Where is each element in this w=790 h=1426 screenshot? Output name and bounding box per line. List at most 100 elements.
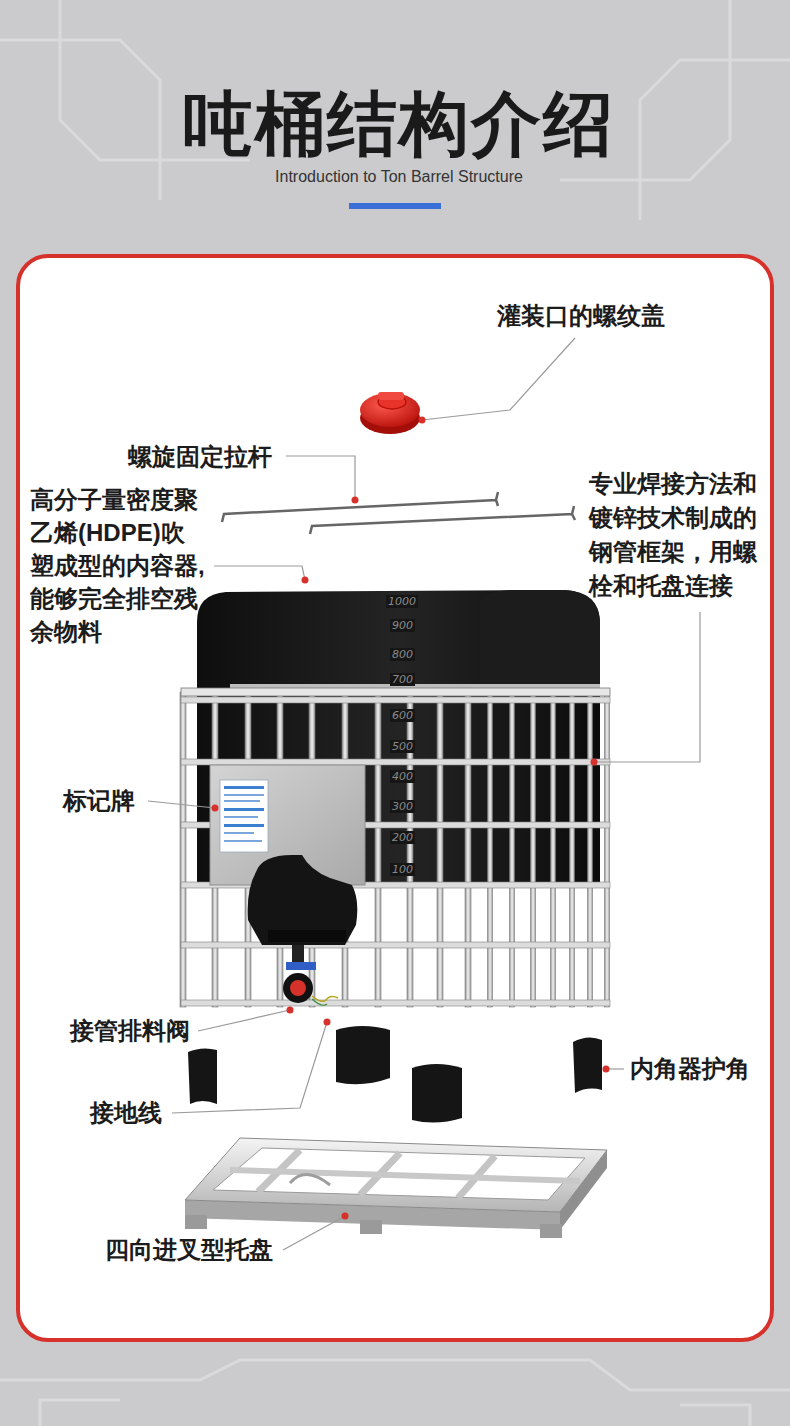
illustration-part (286, 962, 316, 970)
illustration-part (268, 930, 346, 942)
part-description: 专业焊接方法和镀锌技术制成的钢管框架，用螺栓和托盘连接 (589, 467, 765, 603)
illustration-part (437, 692, 443, 1007)
illustration-part (290, 980, 306, 996)
discharge-valve (248, 855, 358, 1003)
illustration-part (0, 40, 160, 200)
illustration-part (185, 1215, 207, 1229)
illustration-part (180, 692, 186, 1007)
part-label: 标记牌 (63, 785, 135, 817)
illustration-part (224, 808, 264, 811)
scale-mark: 400 (390, 770, 415, 783)
illustration-part (181, 688, 610, 696)
leader-line (148, 801, 215, 808)
illustration-part (213, 1148, 585, 1200)
ground-wire (312, 999, 327, 1005)
scale-mark: 600 (390, 709, 415, 722)
steel-cage (180, 686, 610, 1007)
corner-protector (573, 1037, 602, 1093)
pallet (185, 1138, 607, 1238)
leader-line (422, 338, 575, 420)
illustration-part (40, 1400, 120, 1426)
tank-side (480, 590, 600, 690)
leader-dot (302, 577, 309, 584)
leader-dot (352, 497, 359, 504)
illustration-part (360, 1220, 382, 1234)
illustration-part (375, 692, 381, 1007)
illustration-part (224, 800, 260, 802)
illustration-part (588, 692, 593, 1007)
leader-line (172, 1022, 327, 1113)
scale-mark: 700 (390, 673, 415, 686)
illustration-part (378, 392, 404, 400)
illustration-part (248, 855, 358, 945)
corner-protector (188, 1048, 217, 1104)
illustration-part (0, 1360, 790, 1390)
page-title: 吨桶结构介绍 (4, 78, 790, 172)
illustration-part (465, 692, 471, 1007)
illustration-part (640, 60, 790, 220)
part-label: 四向进叉型托盘 (105, 1234, 273, 1266)
part-description: 高分子量密度聚乙烯(HDPE)吹塑成型的内容器,能够完全排空残余物料 (30, 483, 208, 648)
illustration-part (510, 692, 515, 1007)
illustration-part (551, 692, 556, 1007)
illustration-part (185, 1138, 607, 1212)
scale-mark: 900 (390, 619, 415, 632)
scale-mark: 300 (390, 800, 415, 813)
illustration-part (230, 684, 600, 688)
ground-wire (312, 996, 338, 1001)
leader-line (214, 566, 305, 580)
screw-cap (360, 392, 420, 434)
scale-mark: 200 (390, 831, 415, 844)
part-label: 灌装口的螺纹盖 (497, 300, 665, 332)
scale-mark: 800 (390, 648, 415, 661)
title-underline (349, 203, 441, 209)
leader-dot (212, 805, 219, 812)
illustration-part (224, 794, 264, 796)
illustration-part (531, 692, 536, 1007)
illustration-part (220, 780, 268, 852)
leader-dot (324, 1019, 331, 1026)
panel (18, 256, 772, 1340)
illustration-part (181, 697, 610, 703)
part-label: 接地线 (90, 1097, 162, 1129)
illustration-part (230, 1170, 580, 1181)
illustration-part (181, 942, 610, 948)
part-label: 接管排料阀 (70, 1015, 190, 1047)
illustration-part (360, 393, 420, 427)
illustration-part (283, 973, 313, 1003)
part-label: 螺旋固定拉杆 (128, 441, 272, 473)
leader-line (198, 1010, 290, 1031)
illustration-part (224, 816, 258, 818)
leader-dot (419, 417, 426, 424)
illustration-part (181, 1000, 610, 1006)
scale-mark: 100 (390, 863, 415, 876)
inner-tank (197, 590, 600, 885)
leader-line (286, 456, 355, 500)
illustration-part (224, 824, 264, 827)
illustration-part (181, 759, 610, 765)
scale-mark: 500 (390, 740, 415, 753)
illustration-part (224, 786, 264, 789)
corner-protector (412, 1064, 462, 1123)
tie-rod (222, 492, 498, 522)
illustration-part (290, 1174, 330, 1185)
leader-dot (342, 1213, 349, 1220)
scale-mark: 1000 (386, 595, 418, 608)
leader-dot (287, 1007, 294, 1014)
tie-rod (310, 506, 575, 534)
illustration-part (224, 832, 254, 834)
illustration-part (488, 692, 493, 1007)
illustration-part (570, 692, 575, 1007)
illustration-part (540, 1224, 562, 1238)
leader-dot (591, 759, 598, 766)
corner-protector (336, 1026, 390, 1084)
illustration-part (680, 1405, 750, 1426)
leader-line (283, 1216, 345, 1250)
leader-line (594, 612, 700, 762)
part-label: 内角器护角 (630, 1053, 750, 1085)
leader-dot (603, 1066, 610, 1073)
subtitle: Introduction to Ton Barrel Structure (4, 168, 790, 186)
